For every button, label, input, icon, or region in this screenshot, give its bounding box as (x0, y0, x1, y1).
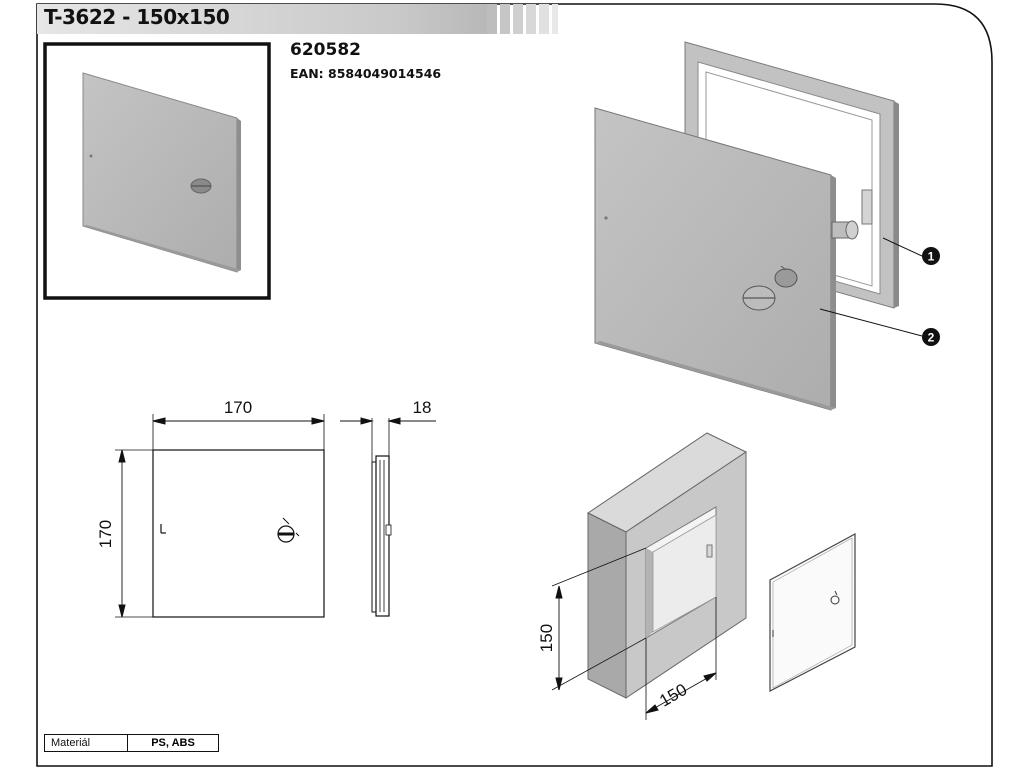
material-row: Materiál PS, ABS (44, 734, 219, 752)
latch-pin (831, 220, 859, 240)
installation-door-panel (769, 532, 856, 692)
material-label: Materiál (44, 734, 128, 752)
callout-1-label: 1 (928, 250, 935, 264)
dim-front-height: 170 (96, 520, 115, 548)
thumbnail-door-panel (82, 72, 241, 273)
dim-opening-width: 150 (656, 680, 690, 711)
callout-2: 2 (819, 308, 940, 346)
side-view-drawing (340, 417, 436, 617)
callout-2-label: 2 (928, 331, 935, 345)
thumbnail-frame (43, 42, 271, 300)
dim-opening-height: 150 (537, 624, 556, 652)
ean-code: EAN: 8584049014546 (290, 66, 442, 81)
product-code: 620582 (290, 40, 361, 60)
material-table: Materiál PS, ABS (44, 734, 219, 752)
dim-front-width: 170 (224, 398, 252, 417)
callout-1: 1 (882, 237, 940, 265)
front-view-drawing (115, 414, 325, 618)
installation-dimensions (551, 547, 717, 720)
installation-wall-block (587, 432, 748, 699)
sheet-border (36, 3, 993, 767)
product-title: T-3622 - 150x150 (44, 5, 230, 29)
title-band (37, 4, 558, 34)
exploded-door-panel (594, 107, 859, 411)
dim-side-depth: 18 (413, 398, 432, 417)
material-value: PS, ABS (127, 734, 219, 752)
